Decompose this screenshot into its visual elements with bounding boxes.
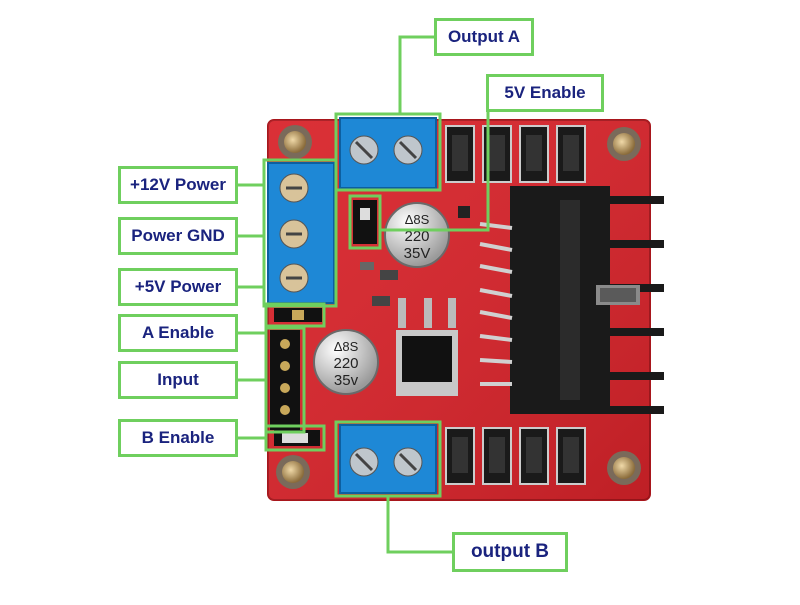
capacitor-1: Δ8S 220 35V <box>384 202 450 268</box>
jumper-5v-enable <box>353 200 377 244</box>
terminal-power <box>267 162 335 304</box>
capacitor-1-line-2: 220 <box>404 228 429 245</box>
highlight-a-enable <box>264 302 326 328</box>
diodes-top <box>445 125 586 183</box>
label-12v-power: +12V Power <box>118 166 238 204</box>
label-power-gnd: Power GND <box>118 217 238 255</box>
label-output-b: output B <box>452 532 568 572</box>
connector-output-a <box>398 35 436 114</box>
diodes-bottom <box>445 427 586 485</box>
capacitor-2: Δ8S 220 35v <box>313 329 379 395</box>
input-pin-header <box>270 330 300 430</box>
highlight-power-terminal <box>262 158 338 308</box>
terminal-output-a <box>339 117 437 189</box>
label-output-a: Output A <box>434 18 534 56</box>
heatsink <box>510 186 664 414</box>
capacitor-2-line-3: 35v <box>334 372 359 389</box>
mount-screw-top-left <box>278 125 312 159</box>
capacitor-2-line-1: Δ8S <box>334 339 359 354</box>
mount-screw-top-right <box>607 127 641 161</box>
label-b-enable: B Enable <box>118 419 238 457</box>
capacitor-1-line-3: 35V <box>404 245 431 262</box>
capacitor-2-line-2: 220 <box>333 355 358 372</box>
jumper-a-enable <box>274 308 322 322</box>
jumper-b-enable <box>274 430 320 446</box>
label-a-enable: A Enable <box>118 314 238 352</box>
label-input: Input <box>118 361 238 399</box>
label-5v-power: +5V Power <box>118 268 238 306</box>
mount-screw-bottom-left <box>276 455 310 489</box>
connector-output-b <box>386 496 454 554</box>
connector-5v-enable <box>380 94 490 232</box>
terminal-output-b <box>339 424 437 494</box>
smd-components <box>360 206 470 306</box>
highlight-output-a <box>334 112 442 192</box>
driver-chip-legs <box>479 222 513 386</box>
highlight-5v-jumper <box>348 194 382 250</box>
label-5v-enable: 5V Enable <box>486 74 604 112</box>
capacitor-1-line-1: Δ8S <box>405 212 430 227</box>
voltage-regulator <box>396 298 458 396</box>
connector-lines <box>238 35 490 554</box>
mount-screw-bottom-right <box>607 451 641 485</box>
